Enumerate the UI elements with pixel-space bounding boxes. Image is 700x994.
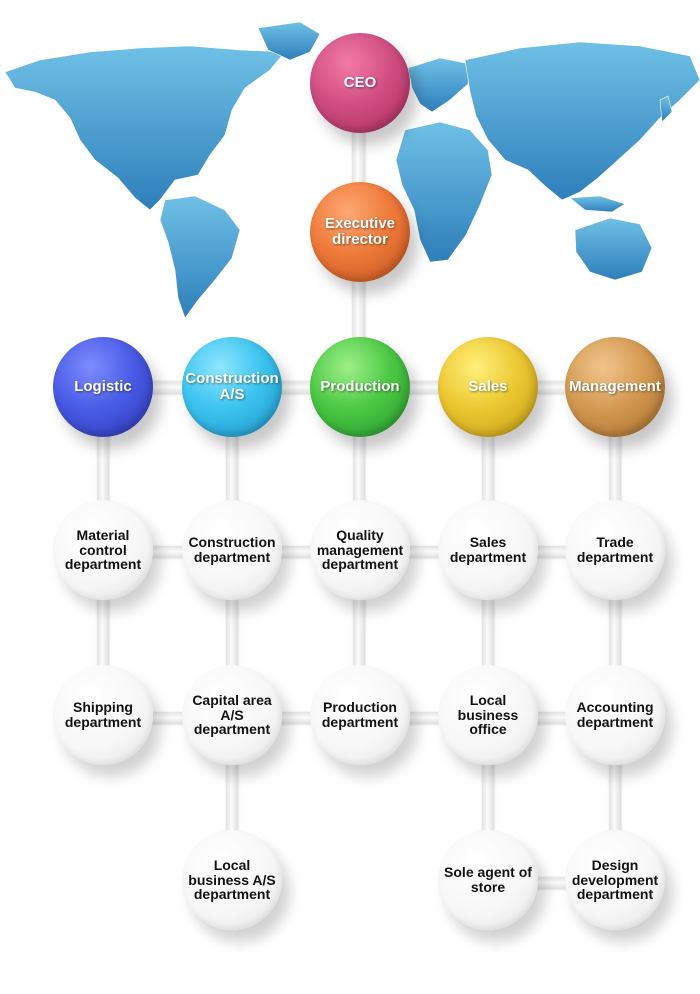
division-label: Sales	[468, 378, 508, 396]
dept-label: Capital area A/S department	[192, 691, 272, 738]
executive-director-node: Executive director	[310, 182, 410, 282]
dept-label: Construction department	[188, 534, 276, 565]
ceo-node: CEO	[310, 33, 410, 133]
dept-label: Sole agent of store	[444, 864, 532, 895]
dept-local-business-as: Local business A/S department	[182, 830, 282, 930]
connector-row-3	[490, 877, 618, 888]
dept-label: Design development department	[571, 856, 659, 903]
connector-sales-col	[482, 420, 493, 880]
dept-label: Shipping department	[64, 699, 142, 730]
world-map-icon	[4, 21, 700, 319]
ceo-label: CEO	[343, 74, 377, 92]
division-management: Management	[565, 337, 665, 437]
dept-construction: Construction department	[182, 500, 282, 600]
dept-label: Sales department	[449, 534, 527, 565]
dept-local-business-office: Local business office	[438, 665, 538, 765]
dept-label: Accounting department	[576, 699, 654, 730]
dept-sales: Sales department	[438, 500, 538, 600]
division-construction-as: Construction A/S	[182, 337, 282, 437]
dept-shipping: Shipping department	[53, 665, 153, 765]
dept-quality-management: Quality management department	[310, 500, 410, 600]
dept-label: Quality management department	[316, 526, 404, 573]
connector-construction-col	[226, 420, 237, 880]
dept-production: Production department	[310, 665, 410, 765]
dept-design-development: Design development department	[565, 830, 665, 930]
dept-label: Local business office	[457, 691, 519, 738]
division-label: Production	[320, 378, 400, 396]
connector-management-col	[609, 420, 620, 880]
division-label: Logistic	[74, 378, 132, 396]
dept-label: Trade department	[576, 534, 654, 565]
division-production: Production	[310, 337, 410, 437]
dept-sole-agent-of-store: Sole agent of store	[438, 830, 538, 930]
dept-capital-area-as: Capital area A/S department	[182, 665, 282, 765]
division-label: Construction A/S	[185, 370, 279, 403]
division-logistic: Logistic	[53, 337, 153, 437]
division-label: Management	[569, 378, 661, 396]
division-sales: Sales	[438, 337, 538, 437]
dept-material-control: Material control department	[53, 500, 153, 600]
dept-label: Production department	[321, 699, 399, 730]
dept-trade: Trade department	[565, 500, 665, 600]
dept-label: Material control department	[64, 526, 142, 573]
dept-label: Local business A/S department	[188, 856, 276, 903]
executive-director-label: Executive director	[324, 215, 396, 248]
dept-accounting: Accounting department	[565, 665, 665, 765]
